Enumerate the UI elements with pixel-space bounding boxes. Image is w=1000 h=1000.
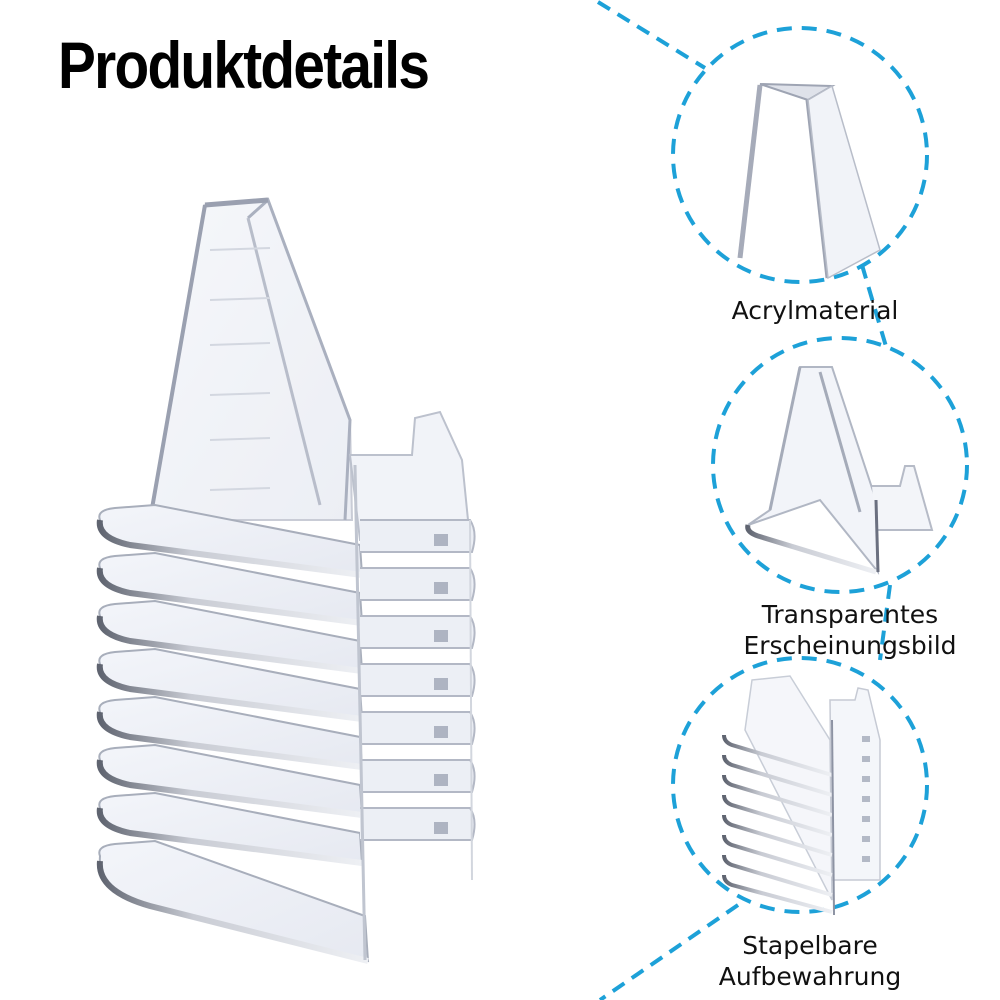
feature-circle-stackable [671, 656, 929, 916]
feature-label-line: Transparentes [761, 600, 939, 629]
feature-label-transparent: Transparentes Erscheinungsbild [715, 599, 985, 661]
stacked-easels-image [96, 197, 476, 964]
feature-circle-acrylic [671, 26, 929, 284]
feature-label-line: Stapelbare [742, 931, 878, 960]
feature-label-line: Erscheinungsbild [743, 631, 957, 660]
feature-label-line: Acrylmaterial [731, 296, 899, 325]
feature-label-line: Aufbewahrung [718, 962, 902, 991]
page-title: Produktdetails [58, 28, 430, 102]
feature-circle-transparent [711, 336, 969, 594]
feature-label-acrylic: Acrylmaterial [700, 295, 930, 326]
feature-label-stackable: Stapelbare Aufbewahrung [690, 930, 930, 992]
dashed-connectors [596, 0, 892, 1000]
